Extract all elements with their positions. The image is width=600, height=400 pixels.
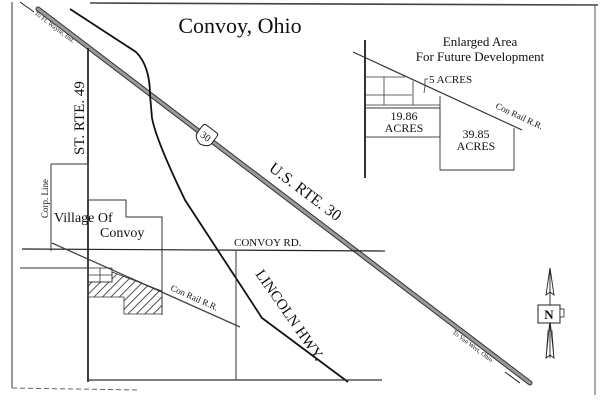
convoy-road <box>21 248 386 252</box>
parcel-right-number: 39.85 <box>463 127 490 141</box>
five-acres-label: 5 ACRES <box>429 74 472 86</box>
con-rail-label: Con Rail R.R. <box>169 283 220 313</box>
north-letter: N <box>544 307 554 322</box>
village-of-label: Village Of <box>54 211 113 226</box>
map-border <box>11 2 599 395</box>
enlarged-area-inset: Enlarged Area For Future Development 5 A… <box>352 34 545 178</box>
us-route-30 <box>19 1 533 386</box>
to-ft-wayne-label: To Ft. Wayne, Ind. <box>33 10 76 45</box>
us-30-shield-icon: 30 <box>195 123 219 147</box>
corp-line-label: Corp. Line <box>40 179 50 218</box>
lincoln-hwy-label: LINCOLN HWY. <box>252 267 327 364</box>
five-acres-pointer <box>423 78 428 94</box>
parcel-left-unit: ACRES <box>385 121 424 135</box>
parcel-right-unit: ACRES <box>457 139 496 153</box>
local-roads <box>20 251 382 381</box>
parcel-left-number: 19.86 <box>391 109 418 123</box>
development-parcels <box>87 267 163 315</box>
inset-title-line1: Enlarged Area <box>443 34 518 49</box>
map-title: Convoy, Ohio <box>178 13 301 38</box>
village-corp-boundary <box>50 163 163 315</box>
lincoln-highway <box>69 8 349 383</box>
north-arrow-icon: N <box>537 267 565 359</box>
convoy-rd-label: CONVOY RD. <box>234 237 302 249</box>
convoy-village-label: Convoy <box>100 226 144 241</box>
inset-rail-label: Con Rail R.R. <box>494 101 544 132</box>
inset-title-line2: For Future Development <box>416 49 545 64</box>
to-van-wert-label: To Van Wert, Ohio <box>451 329 494 364</box>
st-rte-49-label: ST. RTE. 49 <box>72 81 88 155</box>
